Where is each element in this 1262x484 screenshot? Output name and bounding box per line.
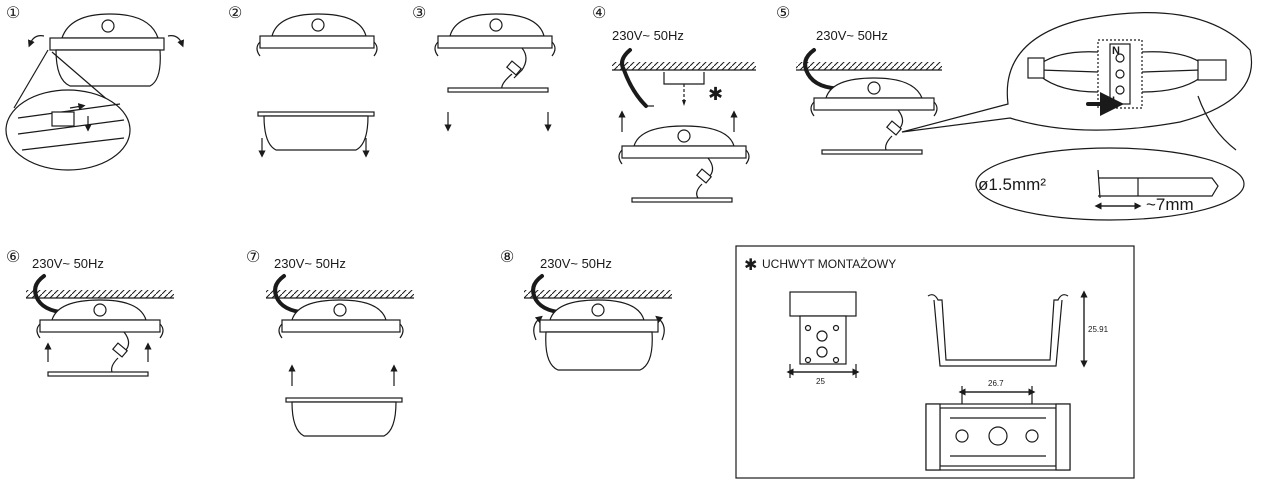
step-4-voltage: 230V~ 50Hz	[612, 28, 684, 43]
wire-section-label: ø1.5mm²	[978, 175, 1046, 194]
bracket-title: UCHWYT MONTAŻOWY	[762, 257, 896, 271]
step-1: ①	[5, 5, 185, 171]
bracket-dim-holes: 26.7	[988, 379, 1004, 388]
step-6-voltage: 230V~ 50Hz	[32, 256, 104, 271]
step-3: ③	[412, 5, 556, 132]
step-7-number: ⑦	[246, 249, 260, 266]
step-8: ⑧ 230V~ 50Hz	[500, 249, 672, 371]
step-1-number: ①	[6, 5, 20, 22]
step-2-number: ②	[228, 5, 242, 22]
step-6: ⑥ 230V~ 50Hz	[6, 249, 174, 377]
bracket-dim-width: 25	[816, 377, 825, 386]
step-8-number: ⑧	[500, 249, 514, 266]
step-4-number: ④	[592, 5, 606, 22]
step-2: ②	[228, 5, 378, 158]
step-7-voltage: 230V~ 50Hz	[274, 256, 346, 271]
strip-length-label: ~7mm	[1146, 195, 1194, 214]
terminal-n: N	[1112, 45, 1120, 57]
step-5: ⑤ 230V~ 50Hz N L	[776, 5, 1252, 221]
mounting-bracket-panel: ✱ UCHWYT MONTAŻOWY 25 25.91 26.7	[735, 245, 1135, 479]
bracket-asterisk: ✱	[744, 257, 757, 274]
step-5-number: ⑤	[776, 5, 790, 22]
step-4-asterisk: ✱	[708, 84, 723, 104]
step-3-number: ③	[412, 5, 426, 22]
step-7: ⑦ 230V~ 50Hz	[246, 249, 414, 437]
step-4: ④ 230V~ 50Hz ✱	[592, 5, 756, 203]
step-8-voltage: 230V~ 50Hz	[540, 256, 612, 271]
bracket-dim-height: 25.91	[1088, 325, 1109, 334]
step-6-number: ⑥	[6, 249, 20, 266]
step-5-voltage: 230V~ 50Hz	[816, 28, 888, 43]
